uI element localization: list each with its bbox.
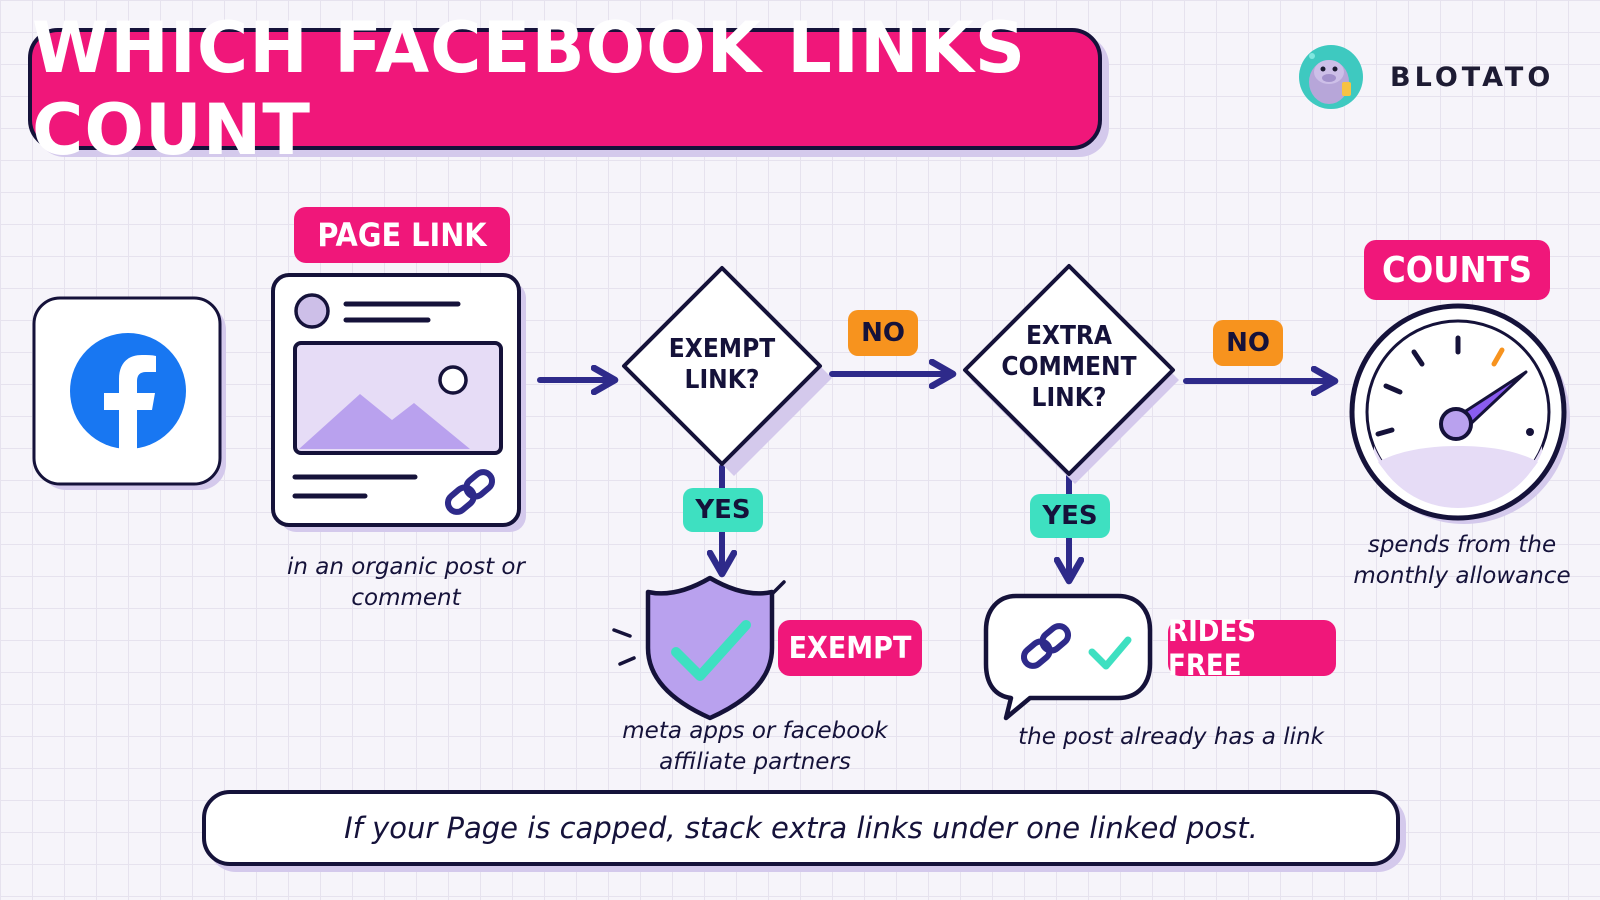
- chat-link-check-icon: [983, 593, 1153, 721]
- link-icon: [444, 469, 496, 515]
- counts-caption: spends from the monthly allowance: [1353, 532, 1571, 590]
- extra-comment-question: EXTRA COMMENT LINK?: [1001, 321, 1137, 414]
- post-card-icon: [271, 273, 526, 532]
- exempt-diamond: [622, 266, 832, 476]
- title-banner: WHICH FACEBOOK LINKS COUNT: [28, 7, 1102, 171]
- rides-free-caption: the post already has a link: [1018, 724, 1324, 750]
- page-link-caption: in an organic post or comment: [287, 554, 525, 612]
- page-title: WHICH FACEBOOK LINKS COUNT: [32, 7, 1027, 171]
- shield-check-icon: [612, 575, 786, 721]
- yes-label-1: YES: [683, 488, 763, 532]
- exempt-tag: EXEMPT: [778, 620, 922, 676]
- footer-tip-box: If your Page is capped, stack extra link…: [202, 790, 1400, 866]
- footer-tip: If your Page is capped, stack extra link…: [344, 811, 1258, 845]
- page-link-tag: PAGE LINK: [294, 207, 510, 263]
- extra-comment-diamond: [963, 264, 1179, 484]
- exempt-question: EXEMPT LINK?: [668, 334, 776, 396]
- yes-label-2: YES: [1030, 494, 1110, 538]
- brand: BLOTATO: [1296, 42, 1586, 112]
- counts-tag: COUNTS: [1364, 240, 1550, 300]
- exempt-caption: meta apps or facebook affiliate partners: [622, 718, 888, 776]
- facebook-logo-icon: [32, 296, 226, 490]
- no-label-1: NO: [848, 310, 918, 356]
- no-label-2: NO: [1213, 320, 1283, 366]
- rides-free-tag: RIDES FREE: [1168, 614, 1336, 682]
- manatee-logo-icon: [1299, 45, 1363, 109]
- gauge-icon: [1349, 303, 1570, 524]
- brand-name: BLOTATO: [1390, 61, 1555, 93]
